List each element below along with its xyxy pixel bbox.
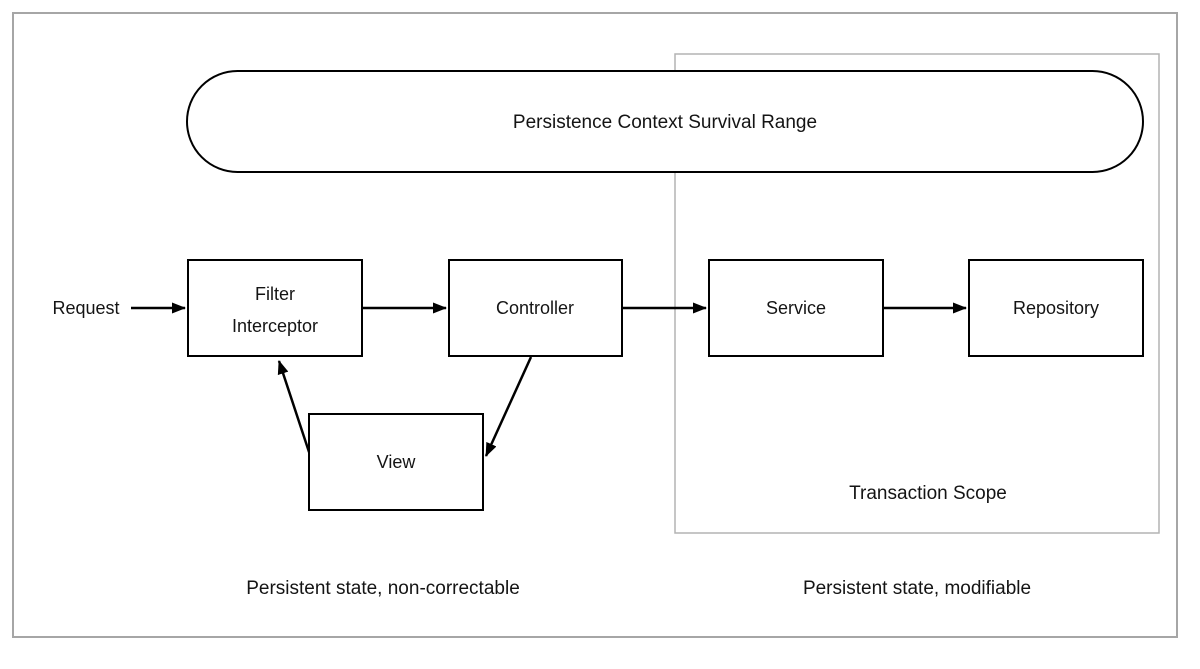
view-label: View — [377, 452, 417, 472]
filter-interceptor-label-line1: Filter — [255, 284, 295, 304]
transaction-scope-label: Transaction Scope — [849, 483, 1007, 504]
filter-interceptor-label-line2: Interceptor — [232, 316, 318, 336]
transaction-scope-box — [674, 53, 1160, 534]
node-filter-interceptor — [187, 259, 363, 357]
node-controller — [448, 259, 623, 357]
persistence-context-label: Persistence Context Survival Range — [513, 112, 817, 133]
arrow-controller-to-view — [484, 356, 533, 457]
persistence-context-pill — [186, 70, 1144, 173]
arrow-view-to-filter — [277, 360, 313, 459]
node-repository — [968, 259, 1144, 357]
request-label: Request — [52, 298, 119, 318]
node-service — [708, 259, 884, 357]
caption-left: Persistent state, non-correctable — [246, 578, 520, 599]
node-view — [308, 413, 484, 511]
service-label: Service — [766, 298, 826, 318]
repository-label: Repository — [1013, 298, 1099, 318]
caption-right: Persistent state, modifiable — [803, 578, 1031, 599]
controller-label: Controller — [496, 298, 574, 318]
